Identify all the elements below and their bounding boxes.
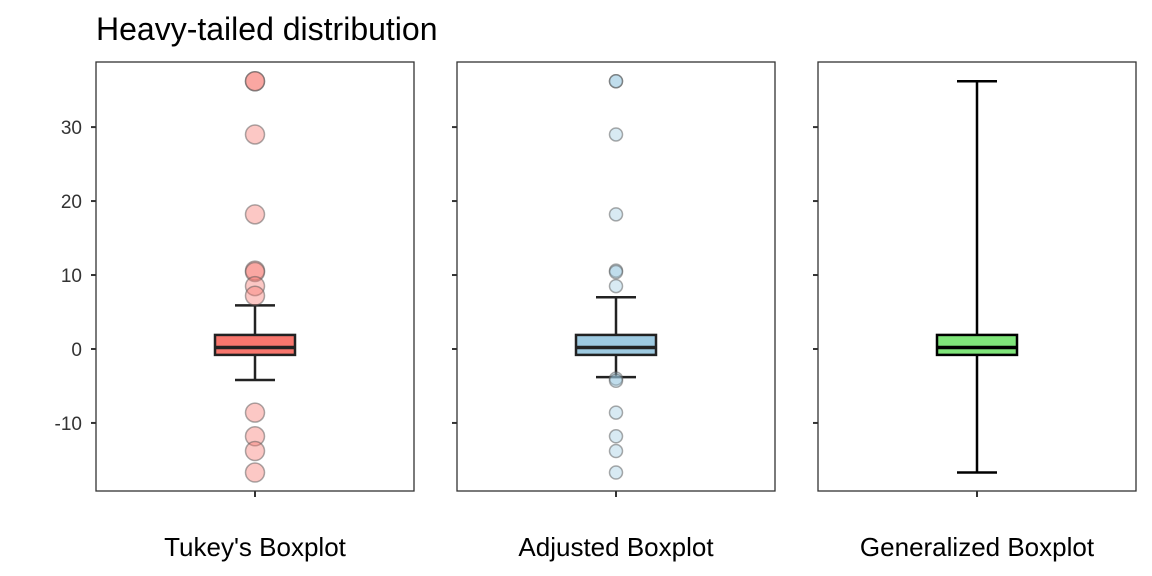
panel-1: Tukey's Boxplot xyxy=(91,61,415,562)
box xyxy=(574,333,658,357)
outlier-point xyxy=(244,70,266,92)
box xyxy=(935,333,1019,357)
y-tick-label: 30 xyxy=(61,118,82,139)
outlier-point xyxy=(608,264,624,280)
outlier-point xyxy=(244,426,266,447)
outlier-point xyxy=(608,127,624,142)
panel-3: Generalized Boxplot xyxy=(813,61,1137,562)
outlier-point xyxy=(244,204,266,225)
chart-title: Heavy-tailed distribution xyxy=(96,11,438,47)
y-tick-label: 0 xyxy=(71,340,82,361)
y-tick-label: 10 xyxy=(61,266,82,287)
outlier-point xyxy=(608,278,624,294)
y-tick-label: -10 xyxy=(55,414,82,435)
outlier-point xyxy=(608,207,624,222)
outlier-point xyxy=(244,261,266,283)
outlier-point xyxy=(608,373,624,389)
outlier-point xyxy=(608,443,624,459)
y-axis: -10 0 10 20 30 xyxy=(55,118,82,435)
outlier-point xyxy=(244,462,266,483)
outlier-point xyxy=(244,124,266,145)
panels: Tukey's Boxplot Adjusted Boxplot Generaliz… xyxy=(91,61,1137,562)
box xyxy=(213,333,297,357)
panel-label: Tukey's Boxplot xyxy=(164,532,347,562)
outlier-point xyxy=(244,402,266,423)
outlier-point xyxy=(608,405,624,420)
outlier-point xyxy=(608,465,624,480)
panel-2: Adjusted Boxplot xyxy=(452,61,776,562)
panel-label: Adjusted Boxplot xyxy=(518,532,714,562)
outlier-point xyxy=(608,429,624,444)
outlier-point xyxy=(608,73,624,89)
panel-label: Generalized Boxplot xyxy=(860,532,1095,562)
y-tick-label: 20 xyxy=(61,192,82,213)
outlier-point xyxy=(244,285,266,306)
outlier-point xyxy=(244,440,266,462)
